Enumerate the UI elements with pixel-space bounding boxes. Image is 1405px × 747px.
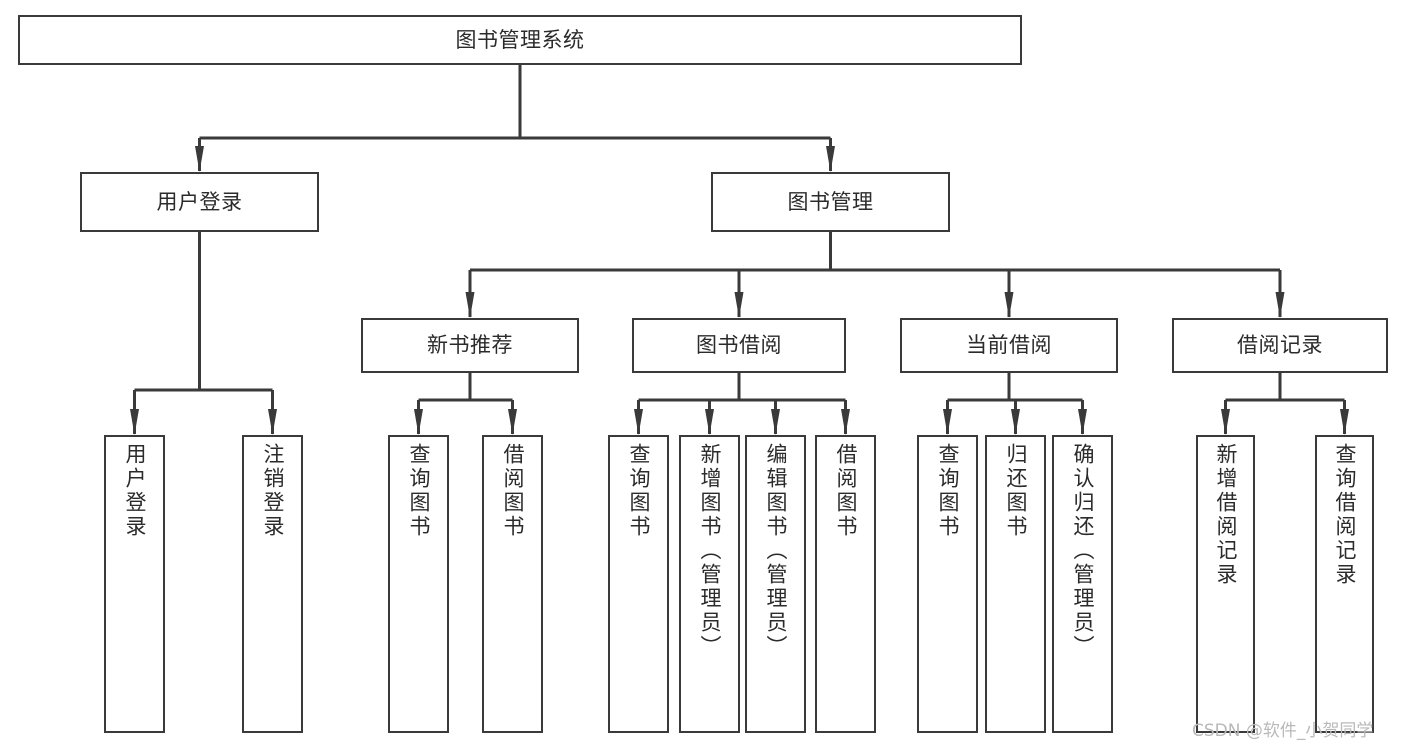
node-label-root: 图书管理系统: [455, 27, 585, 52]
node-b-lend[interactable]: 借阅图书: [815, 435, 876, 733]
node-c-confirm[interactable]: 确认归还（管理员）: [1052, 435, 1113, 733]
node-label-b-query: 查询图书: [627, 443, 651, 539]
node-b-query[interactable]: 查询图书: [608, 435, 669, 733]
node-root[interactable]: 图书管理系统: [18, 15, 1022, 65]
node-newbook[interactable]: 新书推荐: [361, 318, 579, 373]
node-label-b-add: 新增图书（管理员）: [698, 443, 722, 659]
node-label-borrow: 图书借阅: [696, 333, 782, 358]
node-label-c-query: 查询图书: [936, 443, 960, 539]
node-b-add[interactable]: 新增图书（管理员）: [679, 435, 740, 733]
node-r-query[interactable]: 查询借阅记录: [1315, 435, 1374, 733]
node-bookmgmt[interactable]: 图书管理: [711, 172, 950, 232]
node-label-r-query: 查询借阅记录: [1333, 443, 1357, 587]
node-label-records: 借阅记录: [1237, 333, 1323, 358]
node-b-edit[interactable]: 编辑图书（管理员）: [745, 435, 806, 733]
node-l-logout[interactable]: 注销登录: [242, 435, 303, 733]
node-label-l-logout: 注销登录: [261, 443, 285, 539]
node-label-r-add: 新增借阅记录: [1214, 443, 1238, 587]
node-n-borrow[interactable]: 借阅图书: [482, 435, 543, 733]
node-c-query[interactable]: 查询图书: [917, 435, 978, 733]
node-records[interactable]: 借阅记录: [1172, 318, 1388, 373]
node-c-return[interactable]: 归还图书: [985, 435, 1046, 733]
node-label-current: 当前借阅: [966, 333, 1052, 358]
node-label-c-confirm: 确认归还（管理员）: [1071, 443, 1095, 659]
node-r-add[interactable]: 新增借阅记录: [1196, 435, 1255, 733]
node-label-b-lend: 借阅图书: [834, 443, 858, 539]
node-current[interactable]: 当前借阅: [900, 318, 1118, 373]
node-label-newbook: 新书推荐: [427, 333, 513, 358]
node-n-query[interactable]: 查询图书: [388, 435, 449, 733]
watermark: CSDN @软件_小贺同学: [1192, 721, 1374, 741]
node-label-bookmgmt: 图书管理: [787, 189, 874, 214]
node-label-c-return: 归还图书: [1004, 443, 1028, 539]
node-label-n-query: 查询图书: [407, 443, 431, 539]
node-label-login: 用户登录: [156, 189, 243, 214]
node-label-l-login: 用户登录: [123, 443, 147, 539]
node-label-b-edit: 编辑图书（管理员）: [764, 443, 788, 659]
node-login[interactable]: 用户登录: [80, 172, 319, 232]
node-borrow[interactable]: 图书借阅: [632, 318, 846, 373]
node-label-n-borrow: 借阅图书: [501, 443, 525, 539]
node-l-login[interactable]: 用户登录: [104, 435, 165, 733]
